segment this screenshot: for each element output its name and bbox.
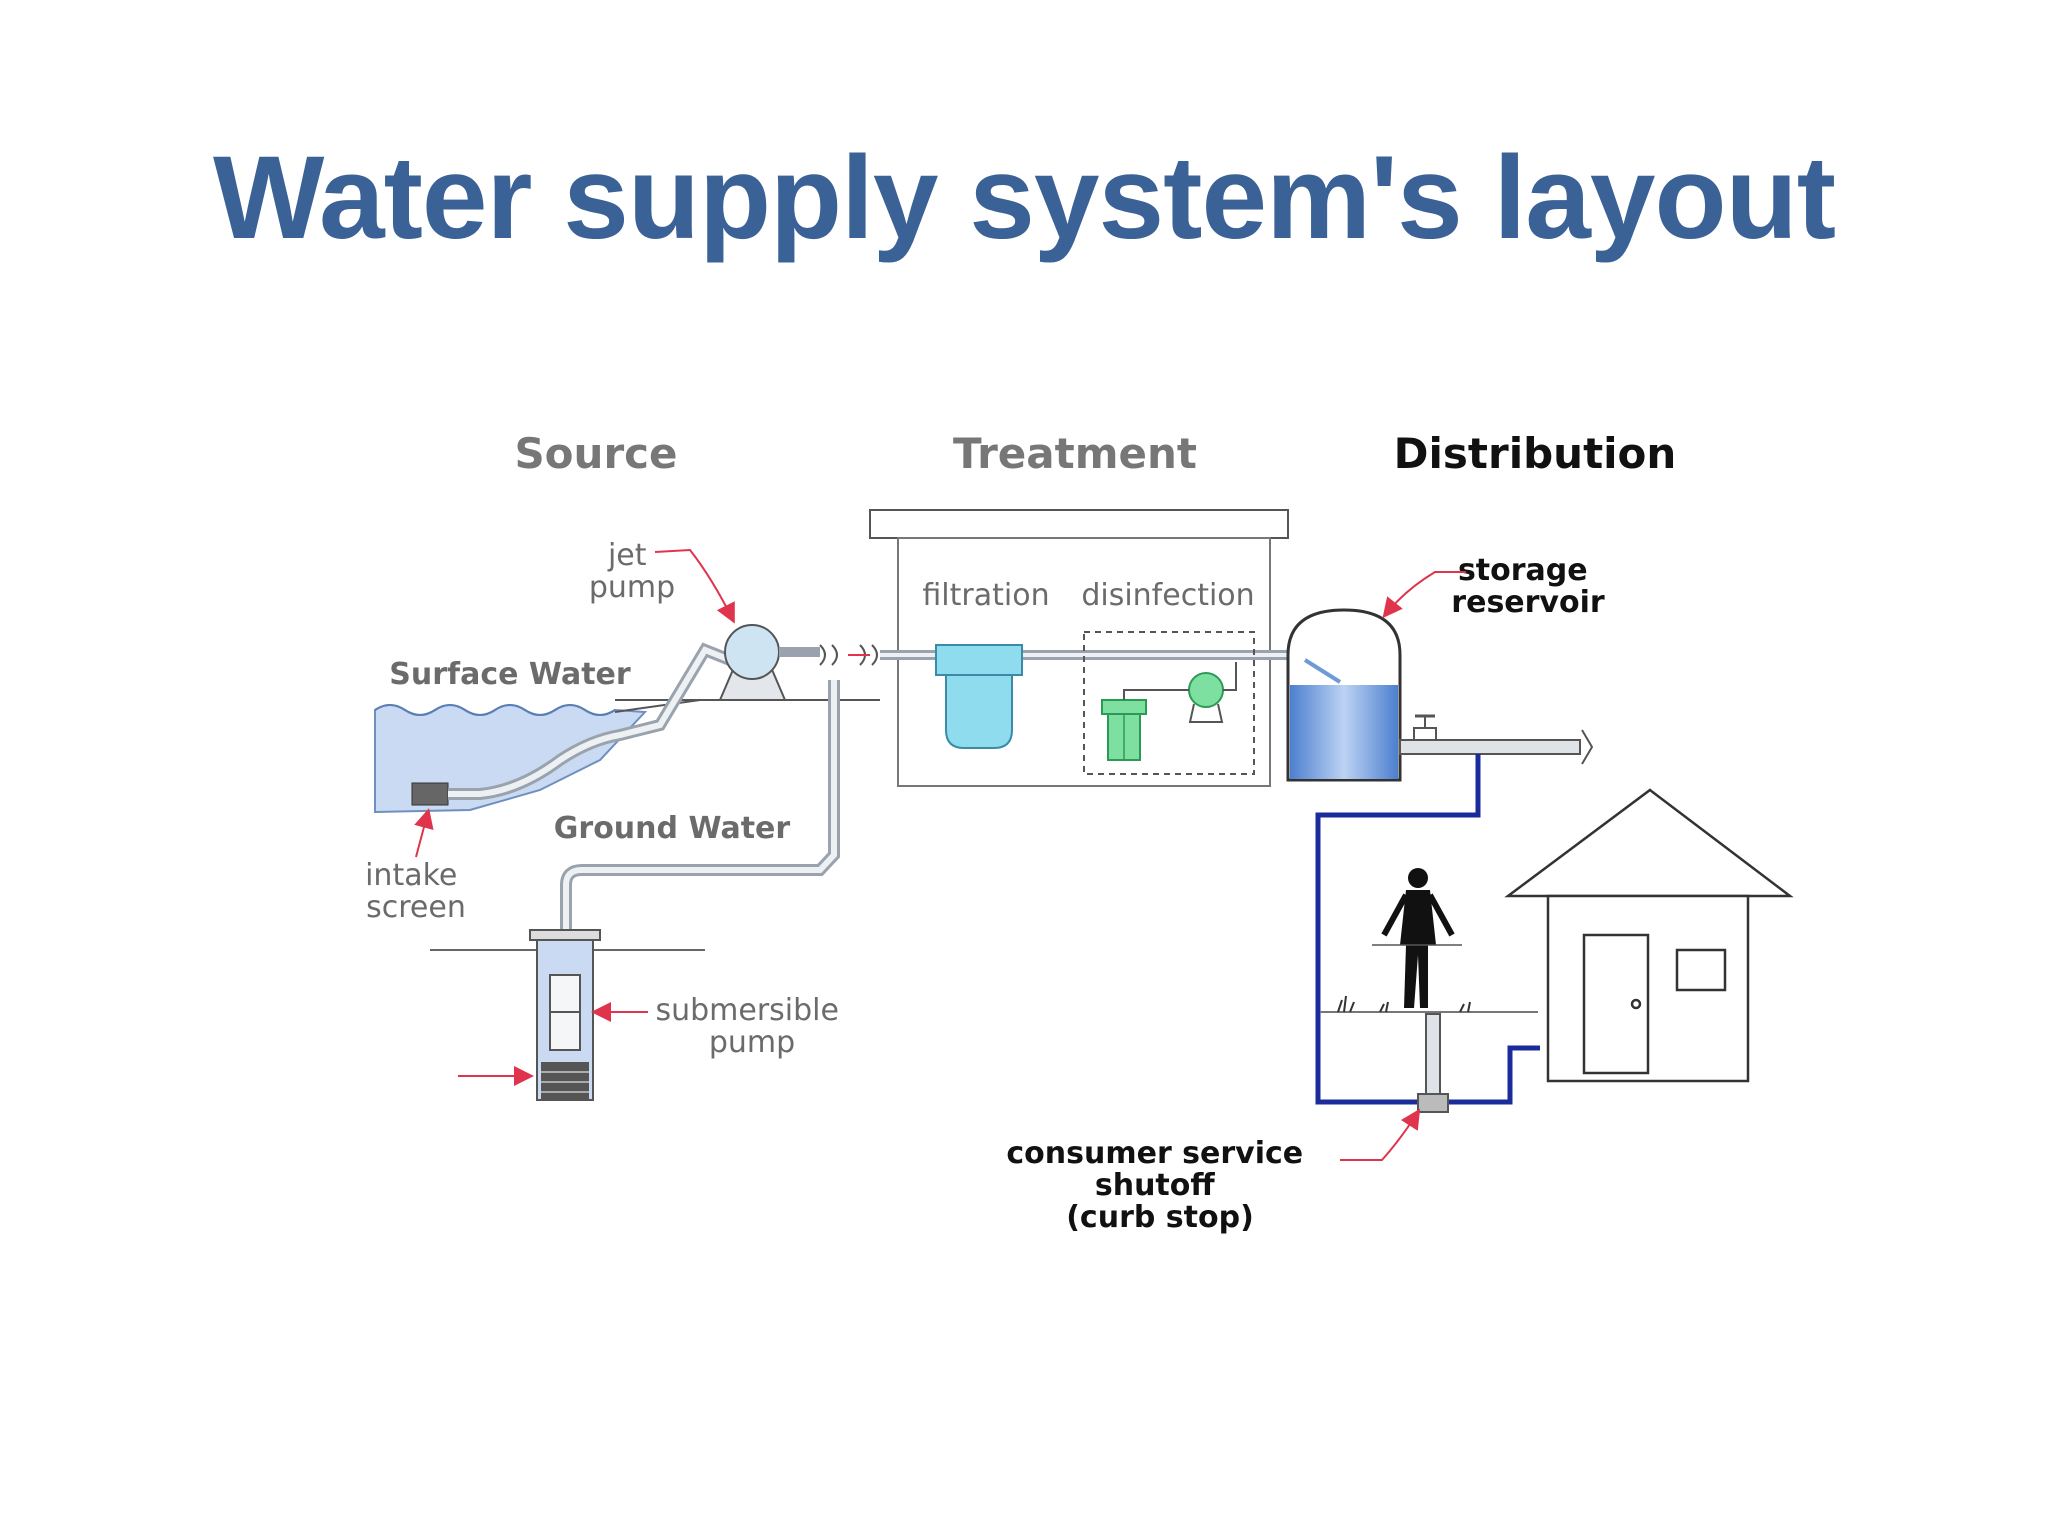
curb-stop-label: consumer service shutoff (curb stop) bbox=[1006, 1136, 1313, 1235]
jet-pump-arrow bbox=[654, 548, 735, 624]
disinfection-label: disinfection bbox=[1081, 578, 1254, 613]
filter-vessel bbox=[935, 644, 1023, 749]
section-source-label: Source bbox=[514, 429, 677, 478]
filtration-label: filtration bbox=[922, 578, 1049, 613]
treatment-plant bbox=[869, 509, 1289, 787]
service-line bbox=[1315, 754, 1540, 1105]
submersible-pump-label: submersible pump bbox=[655, 993, 848, 1060]
surface-water-label: Surface Water bbox=[389, 657, 631, 692]
curb-stop-valve bbox=[1417, 1013, 1449, 1113]
curb-stop-arrow bbox=[1340, 1108, 1421, 1161]
storage-reservoir bbox=[1286, 608, 1402, 782]
intake-screen-label: intake screen bbox=[365, 858, 467, 925]
jet-pump-label: jet pump bbox=[589, 538, 675, 605]
submersible-pump bbox=[529, 929, 601, 1101]
intake-screen bbox=[411, 782, 449, 806]
dosing-pump bbox=[1123, 662, 1237, 723]
disinfection-unit bbox=[1083, 631, 1255, 775]
storage-reservoir-label: storage reservoir bbox=[1451, 553, 1605, 620]
ground-water-label: Ground Water bbox=[554, 811, 791, 846]
worker-figure bbox=[1372, 868, 1462, 1008]
storage-reservoir-arrow bbox=[1382, 571, 1466, 619]
slide-title: Water supply system's layout bbox=[213, 132, 1836, 264]
chemical-tank bbox=[1101, 699, 1147, 761]
distribution-main bbox=[1399, 714, 1594, 765]
grass-tufts bbox=[1337, 995, 1471, 1013]
bank-slope bbox=[614, 699, 701, 713]
section-treatment-label: Treatment bbox=[953, 429, 1197, 478]
jet-pump bbox=[718, 624, 820, 701]
pipe-break-symbol bbox=[819, 644, 878, 666]
intake-screen-arrow bbox=[414, 808, 434, 858]
section-distribution-label: Distribution bbox=[1394, 429, 1677, 478]
house bbox=[1504, 788, 1794, 1083]
